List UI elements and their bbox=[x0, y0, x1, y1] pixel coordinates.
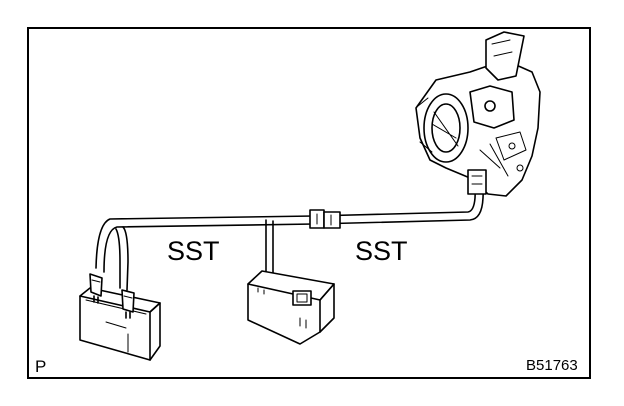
tester-box-icon bbox=[247, 270, 335, 345]
sst-label-right: SST bbox=[355, 236, 408, 266]
throttle-body-icon bbox=[415, 31, 541, 197]
figure-code: B51763 bbox=[526, 357, 578, 374]
sst-label-left: SST bbox=[167, 236, 220, 266]
harness-cable bbox=[95, 171, 485, 291]
battery-icon bbox=[79, 273, 161, 361]
connector-icon bbox=[309, 209, 341, 229]
corner-mark: P bbox=[35, 357, 47, 376]
